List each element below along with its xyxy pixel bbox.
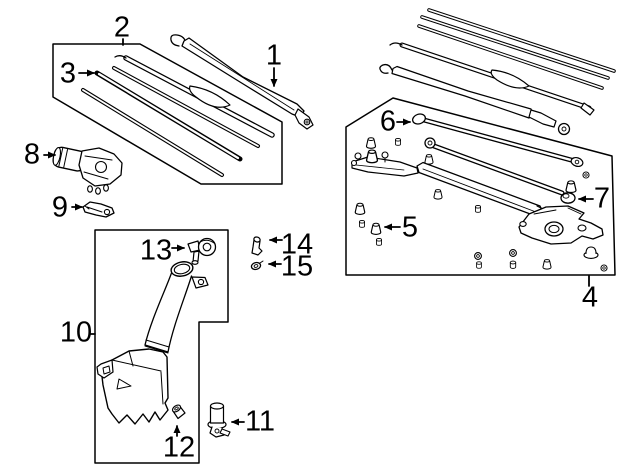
callout-3: 3 — [59, 57, 77, 90]
linkage-rod-lower — [424, 137, 576, 204]
callout-arrows — [43, 38, 594, 437]
callout-6: 6 — [379, 105, 397, 138]
callout-2: 2 — [113, 11, 131, 44]
washer-reservoir — [96, 261, 209, 425]
refill-strips-right — [417, 8, 616, 90]
callout-9: 9 — [51, 191, 69, 224]
blade-refill-strips — [81, 66, 260, 177]
wiper-motor — [52, 146, 123, 195]
oring-15 — [250, 260, 264, 271]
grommet-12 — [171, 404, 186, 420]
callout-14: 14 — [280, 228, 314, 261]
callout-12: 12 — [162, 431, 196, 464]
wiper-arm-rear — [379, 63, 571, 136]
callout-11: 11 — [244, 405, 276, 438]
callout-5: 5 — [401, 211, 419, 244]
ball-joint-7 — [560, 192, 576, 204]
washer-pump-11 — [207, 402, 231, 438]
washer-nozzle-13 — [187, 237, 217, 265]
clip-14 — [251, 236, 263, 256]
callout-10: 10 — [59, 316, 93, 349]
linkage-rod-upper — [411, 113, 584, 168]
wiper-arm-front — [170, 34, 314, 130]
callout-4: 4 — [581, 281, 599, 314]
motor-mount-bracket — [82, 201, 115, 218]
callout-8: 8 — [23, 138, 41, 171]
linkage-mount-bracket — [518, 205, 604, 245]
wiper-blade-assembly-front — [81, 55, 275, 177]
callout-1: 1 — [265, 39, 283, 72]
callout-15: 15 — [280, 250, 314, 283]
wiper-blade-assembly-rear — [389, 42, 595, 116]
callout-13: 13 — [139, 234, 173, 267]
linkage-pivot-assembly — [350, 149, 419, 177]
callout-7: 7 — [593, 182, 611, 215]
